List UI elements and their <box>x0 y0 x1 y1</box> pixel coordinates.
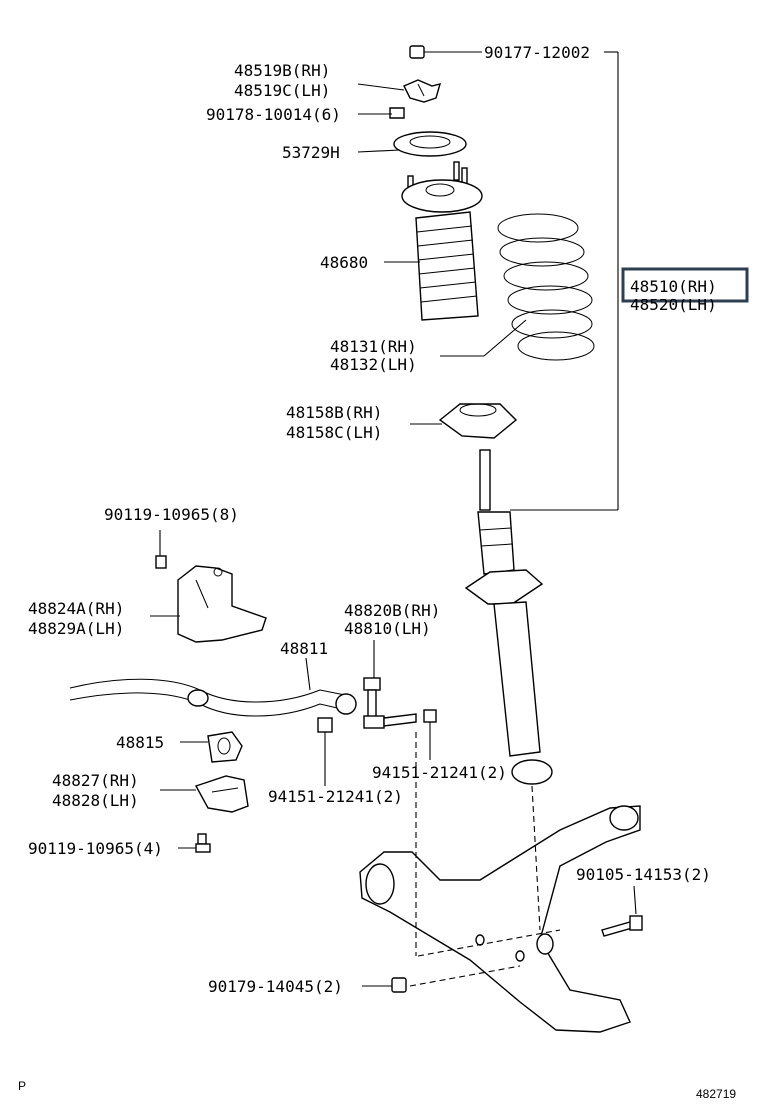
label-90119-10965-4[interactable]: 90119-10965(4) <box>28 839 163 858</box>
support-mount-part <box>401 161 483 213</box>
label-90177-12002[interactable]: 90177-12002 <box>484 43 590 62</box>
bellows-boot-part <box>415 211 479 321</box>
label-94151-21241-right[interactable]: 94151-21241(2) <box>372 763 507 782</box>
label-48820b-rh[interactable]: 48820B(RH) <box>344 601 440 620</box>
label-90105-14153[interactable]: 90105-14153(2) <box>576 865 711 884</box>
label-48680[interactable]: 48680 <box>320 253 368 272</box>
label-48519c-lh[interactable]: 48519C(LH) <box>234 81 330 100</box>
label-48829a-lh[interactable]: 48829A(LH) <box>28 619 124 638</box>
label-48520-lh[interactable]: 48520(LH) <box>630 295 717 314</box>
figure-number: 482719 <box>696 1087 736 1101</box>
label-48811[interactable]: 48811 <box>280 639 328 658</box>
coil-spring-part <box>497 213 595 361</box>
label-48132-lh[interactable]: 48132(LH) <box>330 355 417 374</box>
label-48131-rh[interactable]: 48131(RH) <box>330 337 417 356</box>
label-48158b-rh[interactable]: 48158B(RH) <box>286 403 382 422</box>
stabilizer-bushing-part <box>207 731 243 763</box>
spring-seat-part <box>438 403 518 439</box>
label-53729h[interactable]: 53729H <box>282 143 340 162</box>
stabilizer-bar-part <box>69 678 357 717</box>
label-94151-21241-left[interactable]: 94151-21241(2) <box>268 787 403 806</box>
lower-arm-nut-part <box>391 977 407 993</box>
label-48827-rh[interactable]: 48827(RH) <box>52 771 139 790</box>
label-48510-rh[interactable]: 48510(RH) <box>630 277 717 296</box>
shock-absorber-part <box>464 449 553 785</box>
label-90178-10014[interactable]: 90178-10014(6) <box>206 105 341 124</box>
insulator-ring-part <box>393 131 467 157</box>
bracket-bolt-part <box>195 833 211 853</box>
label-48828-lh[interactable]: 48828(LH) <box>52 791 139 810</box>
label-48824a-rh[interactable]: 48824A(RH) <box>28 599 124 618</box>
top-nut-part <box>409 45 425 59</box>
lower-arm-bolt-part <box>601 915 643 937</box>
leader-lines <box>150 51 637 987</box>
bushing-bracket-part <box>194 775 249 813</box>
label-48158c-lh[interactable]: 48158C(LH) <box>286 423 382 442</box>
label-48815[interactable]: 48815 <box>116 733 164 752</box>
suspension-bracket-part <box>403 79 442 103</box>
label-90119-10965-8[interactable]: 90119-10965(8) <box>104 505 239 524</box>
nut-part <box>389 107 405 119</box>
lower-arm-part <box>359 805 641 1033</box>
part-number-labels: 90177-12002 48519B(RH) 48519C(LH) 90178-… <box>28 43 745 996</box>
label-48519b-rh[interactable]: 48519B(RH) <box>234 61 330 80</box>
label-90179-14045[interactable]: 90179-14045(2) <box>208 977 343 996</box>
footer-left-mark: P <box>18 1079 26 1093</box>
label-48810-lh[interactable]: 48810(LH) <box>344 619 431 638</box>
highlight-box <box>621 267 749 303</box>
stabilizer-bracket-part <box>155 555 267 643</box>
stabilizer-link-part <box>317 677 437 733</box>
highlight-fill <box>625 271 745 299</box>
